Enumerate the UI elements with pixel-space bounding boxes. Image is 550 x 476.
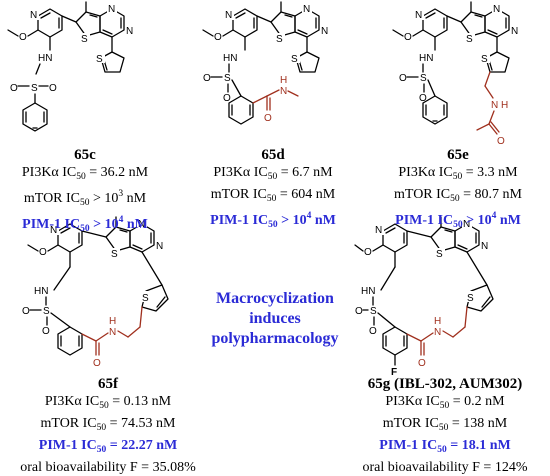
compound-id: 65g (IBL-302, AUM302) xyxy=(367,376,523,392)
structure-65c: N O HN O S O S N N S xyxy=(7,1,135,132)
compound-label-65e: 65e PI3Kα IC50 = 3.3 nM mTOR IC50 = 80.7… xyxy=(358,147,550,234)
atom-o: O xyxy=(364,247,372,258)
pim1-ic50: PIM-1 IC50 > 104 nM xyxy=(210,211,336,230)
structure-65e: N O HN O S O S N N S N H O xyxy=(392,1,520,147)
atom-o: O xyxy=(49,83,57,94)
atom-o: O xyxy=(93,358,101,369)
structure-65g: N O HN O S O F O N H S N N S xyxy=(354,216,494,378)
atom-n: N xyxy=(481,241,488,252)
pim1-ic50: PIM-1 IC50 > 104 nM xyxy=(22,215,148,234)
atom-n: N xyxy=(463,219,470,230)
atom-f: F xyxy=(391,367,397,378)
compound-label-65f: 65f PI3Kα IC50 = 0.13 nM mTOR IC50 = 74.… xyxy=(3,376,213,476)
atom-o: O xyxy=(404,32,412,43)
atom-o: O xyxy=(369,326,377,337)
atom-n: N xyxy=(491,100,498,111)
atom-s: S xyxy=(466,34,473,45)
atom-hn: HN xyxy=(38,53,52,64)
atom-h: H xyxy=(280,75,287,86)
atom-s: S xyxy=(291,54,298,65)
oral-bioavailability: oral bioavailability F = 124% xyxy=(362,460,528,475)
atom-n: N xyxy=(156,241,163,252)
atom-s: S xyxy=(276,34,283,45)
atom-o: O xyxy=(39,247,47,258)
atom-s: S xyxy=(420,73,427,84)
atom-s: S xyxy=(370,306,377,317)
atom-o: O xyxy=(10,83,18,94)
atom-o: O xyxy=(355,306,363,317)
caption-line-1: Macrocyclization xyxy=(216,290,334,307)
atom-h: H xyxy=(501,100,508,111)
atom-o: O xyxy=(418,358,426,369)
atom-s: S xyxy=(481,54,488,65)
atom-s: S xyxy=(81,34,88,45)
oral-bioavailability: oral bioavailability F = 35.08% xyxy=(20,460,196,475)
atom-s: S xyxy=(467,293,474,304)
pi3k-ic50: PI3Kα IC50 = 6.7 nM xyxy=(213,165,333,182)
atom-n: N xyxy=(321,26,328,37)
compound-id: 65d xyxy=(261,147,285,163)
compound-id: 65e xyxy=(447,147,469,163)
atom-h: H xyxy=(109,316,116,327)
atom-s: S xyxy=(142,293,149,304)
atom-n: N xyxy=(434,327,441,338)
atom-s: S xyxy=(436,249,443,260)
atom-n: N xyxy=(30,10,37,21)
atom-n: N xyxy=(50,225,57,236)
atom-s: S xyxy=(31,83,38,94)
atom-hn: HN xyxy=(419,53,433,64)
caption-line-2: induces xyxy=(249,310,301,327)
compound-label-65d: 65d PI3Kα IC50 = 6.7 nM mTOR IC50 = 604 … xyxy=(173,147,373,234)
atom-hn: HN xyxy=(361,286,375,297)
mtor-ic50: mTOR IC50 = 80.7 nM xyxy=(394,187,522,204)
caption-line-3: polypharmacology xyxy=(211,330,339,347)
atom-o: O xyxy=(42,326,50,337)
structure-65f: N O HN O S O O N H S N N S xyxy=(22,216,169,369)
atom-hn: HN xyxy=(34,286,48,297)
atom-n: N xyxy=(109,327,116,338)
atom-n: N xyxy=(303,4,310,15)
atom-n: N xyxy=(280,86,287,97)
compound-label-65g: 65g (IBL-302, AUM302) PI3Kα IC50 = 0.2 n… xyxy=(340,376,550,476)
atom-hn: HN xyxy=(223,53,237,64)
atom-s: S xyxy=(111,249,118,260)
atom-n: N xyxy=(511,26,518,37)
atom-o: O xyxy=(399,73,407,84)
mtor-ic50: mTOR IC50 = 604 nM xyxy=(210,187,336,204)
atom-n: N xyxy=(108,4,115,15)
compound-id: 65f xyxy=(98,376,118,392)
atom-o: O xyxy=(497,136,505,147)
atom-o: O xyxy=(419,93,427,104)
atom-o: O xyxy=(214,32,222,43)
pi3k-ic50: PI3Kα IC50 = 0.13 nM xyxy=(44,394,172,411)
pi3k-ic50: PI3Kα IC50 = 36.2 nM xyxy=(21,165,149,182)
atom-o: O xyxy=(203,73,211,84)
compound-id: 65c xyxy=(74,147,96,163)
atom-s: S xyxy=(96,54,103,65)
pim1-ic50: PIM-1 IC50 > 104 nM xyxy=(395,211,521,230)
atom-o: O xyxy=(264,113,272,124)
mtor-ic50: mTOR IC50 = 74.53 nM xyxy=(40,416,176,433)
atom-o: O xyxy=(22,306,30,317)
atom-s: S xyxy=(224,73,231,84)
pi3k-ic50: PI3Kα IC50 = 0.2 nM xyxy=(385,394,505,411)
mtor-ic50: mTOR IC50 = 138 nM xyxy=(382,416,508,433)
pim1-ic50: PIM-1 IC50 = 22.27 nM xyxy=(38,438,178,455)
atom-n: N xyxy=(493,4,500,15)
atom-n: N xyxy=(375,225,382,236)
atom-o: O xyxy=(223,93,231,104)
atom-n: N xyxy=(415,10,422,21)
structure-65d: N O HN O S O O N H S N N S xyxy=(202,1,330,125)
atom-n: N xyxy=(138,219,145,230)
atom-n: N xyxy=(225,10,232,21)
atom-h: H xyxy=(434,316,441,327)
atom-s: S xyxy=(43,306,50,317)
pi3k-ic50: PI3Kα IC50 = 3.3 nM xyxy=(398,165,518,182)
atom-n: N xyxy=(126,26,133,37)
atom-o: O xyxy=(19,32,27,43)
macrocyclization-caption: Macrocyclization induces polypharmacolog… xyxy=(205,289,345,349)
pim1-ic50: PIM-1 IC50 = 18.1 nM xyxy=(379,438,511,455)
compound-label-65c: 65c PI3Kα IC50 = 36.2 nM mTOR IC50 > 103… xyxy=(0,147,185,238)
mtor-ic50: mTOR IC50 > 103 nM xyxy=(23,189,147,208)
